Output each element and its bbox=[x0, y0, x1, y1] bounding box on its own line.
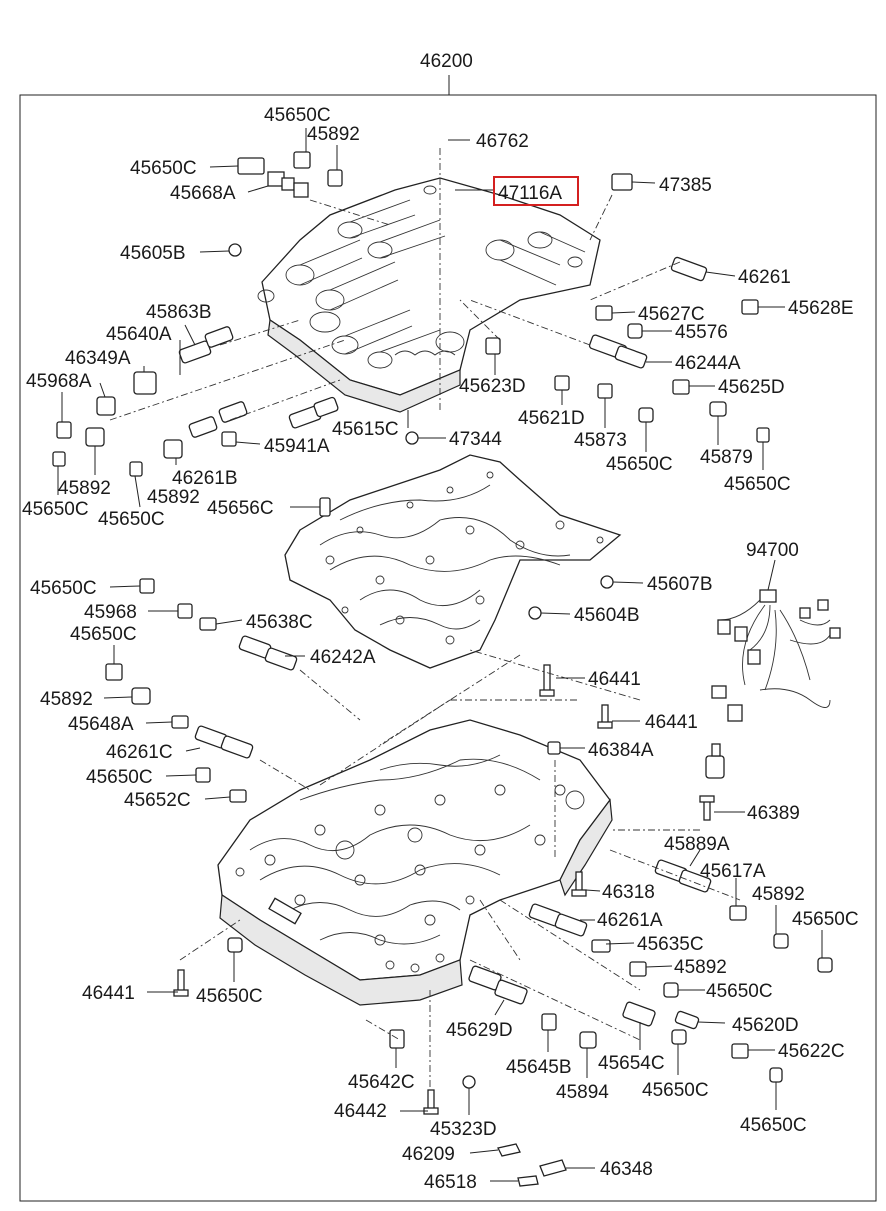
part-label[interactable]: 46441 bbox=[645, 712, 698, 733]
part-label[interactable]: 45650C bbox=[740, 1115, 807, 1136]
part-label[interactable]: 46441 bbox=[82, 983, 135, 1004]
part-label[interactable]: 45650C bbox=[792, 909, 859, 930]
part-label[interactable]: 45650C bbox=[98, 509, 165, 530]
part-label[interactable]: 47344 bbox=[449, 429, 502, 450]
part-label[interactable]: 45879 bbox=[700, 447, 753, 468]
part-label[interactable]: 45607B bbox=[647, 574, 713, 595]
wire-harness bbox=[711, 589, 841, 722]
part-labels: 46200 46762 45650C 45892 45650C 45668A 4… bbox=[22, 51, 859, 1193]
part-label[interactable]: 45627C bbox=[638, 304, 705, 325]
dashed-connectors bbox=[109, 148, 741, 1090]
part-label[interactable]: 45650C bbox=[86, 767, 153, 788]
part-label[interactable]: 45621D bbox=[518, 408, 585, 429]
upper-valve-body bbox=[257, 177, 601, 413]
part-label[interactable]: 45650C bbox=[130, 158, 197, 179]
part-label[interactable]: 45605B bbox=[120, 243, 186, 264]
lower-valve-body bbox=[217, 719, 613, 1006]
part-label[interactable]: 45640A bbox=[106, 324, 172, 345]
part-label[interactable]: 46384A bbox=[588, 740, 654, 761]
leader-lines bbox=[57, 128, 823, 1182]
assembly-frame bbox=[19, 94, 877, 1202]
part-label[interactable]: 45892 bbox=[58, 478, 111, 499]
part-label[interactable]: 46261C bbox=[106, 742, 173, 763]
part-label[interactable]: 45654C bbox=[598, 1053, 665, 1074]
part-label[interactable]: 45625D bbox=[718, 377, 785, 398]
part-label[interactable]: 45323D bbox=[430, 1119, 497, 1140]
part-label[interactable]: 46318 bbox=[602, 882, 655, 903]
part-label[interactable]: 94700 bbox=[746, 540, 799, 561]
part-label[interactable]: 45650C bbox=[264, 105, 331, 126]
part-label[interactable]: 45892 bbox=[307, 124, 360, 145]
separator-plate bbox=[284, 454, 622, 669]
part-label[interactable]: 45650C bbox=[706, 981, 773, 1002]
part-label[interactable]: 46348 bbox=[600, 1159, 653, 1180]
part-label[interactable]: 46441 bbox=[588, 669, 641, 690]
part-label[interactable]: 45863B bbox=[146, 302, 212, 323]
part-label[interactable]: 45650C bbox=[22, 499, 89, 520]
part-label[interactable]: 45622C bbox=[778, 1041, 845, 1062]
part-label[interactable]: 45576 bbox=[675, 322, 728, 343]
part-label[interactable]: 46261 bbox=[738, 267, 791, 288]
part-label[interactable]: 46261A bbox=[597, 910, 663, 931]
part-label[interactable]: 45648A bbox=[68, 714, 134, 735]
part-label[interactable]: 45968 bbox=[84, 602, 137, 623]
part-label[interactable]: 45968A bbox=[26, 371, 92, 392]
part-label[interactable]: 46389 bbox=[747, 803, 800, 824]
part-label[interactable]: 46244A bbox=[675, 353, 741, 374]
part-label[interactable]: 45638C bbox=[246, 612, 313, 633]
part-label[interactable]: 46261B bbox=[172, 468, 238, 489]
part-label[interactable]: 45873 bbox=[574, 430, 627, 451]
small-parts bbox=[52, 151, 833, 1187]
part-label[interactable]: 45892 bbox=[147, 487, 200, 508]
part-label[interactable]: 46349A bbox=[65, 348, 131, 369]
part-label[interactable]: 45894 bbox=[556, 1082, 609, 1103]
part-label[interactable]: 45892 bbox=[674, 957, 727, 978]
part-label[interactable]: 45892 bbox=[40, 689, 93, 710]
part-label[interactable]: 45652C bbox=[124, 790, 191, 811]
part-label[interactable]: 45656C bbox=[207, 498, 274, 519]
part-label[interactable]: 46762 bbox=[476, 131, 529, 152]
part-label[interactable]: 46442 bbox=[334, 1101, 387, 1122]
part-label[interactable]: 45650C bbox=[606, 454, 673, 475]
part-label[interactable]: 45615C bbox=[332, 419, 399, 440]
part-label[interactable]: 45635C bbox=[637, 934, 704, 955]
part-label[interactable]: 45645B bbox=[506, 1057, 572, 1078]
part-label[interactable]: 45650C bbox=[196, 986, 263, 1007]
highlight-box bbox=[493, 176, 579, 206]
part-label[interactable]: 45889A bbox=[664, 834, 730, 855]
part-label[interactable]: 45650C bbox=[30, 578, 97, 599]
part-label[interactable]: 45623D bbox=[459, 376, 526, 397]
part-label[interactable]: 47385 bbox=[659, 175, 712, 196]
part-label[interactable]: 45650C bbox=[70, 624, 137, 645]
part-label[interactable]: 45629D bbox=[446, 1020, 513, 1041]
part-label[interactable]: 45650C bbox=[724, 474, 791, 495]
part-label[interactable]: 45617A bbox=[700, 861, 766, 882]
part-label[interactable]: 46209 bbox=[402, 1144, 455, 1165]
part-label[interactable]: 45668A bbox=[170, 183, 236, 204]
part-label[interactable]: 45892 bbox=[752, 884, 805, 905]
part-label[interactable]: 45642C bbox=[348, 1072, 415, 1093]
part-label[interactable]: 46242A bbox=[310, 647, 376, 668]
part-label[interactable]: 46518 bbox=[424, 1172, 477, 1193]
part-label[interactable]: 45650C bbox=[642, 1080, 709, 1101]
assembly-label: 46200 bbox=[420, 51, 473, 72]
part-label[interactable]: 45628E bbox=[788, 298, 854, 319]
part-label[interactable]: 45941A bbox=[264, 436, 330, 457]
part-label[interactable]: 45620D bbox=[732, 1015, 799, 1036]
highlighted-part-label[interactable]: 47116A bbox=[498, 183, 562, 204]
part-label[interactable]: 45604B bbox=[574, 605, 640, 626]
